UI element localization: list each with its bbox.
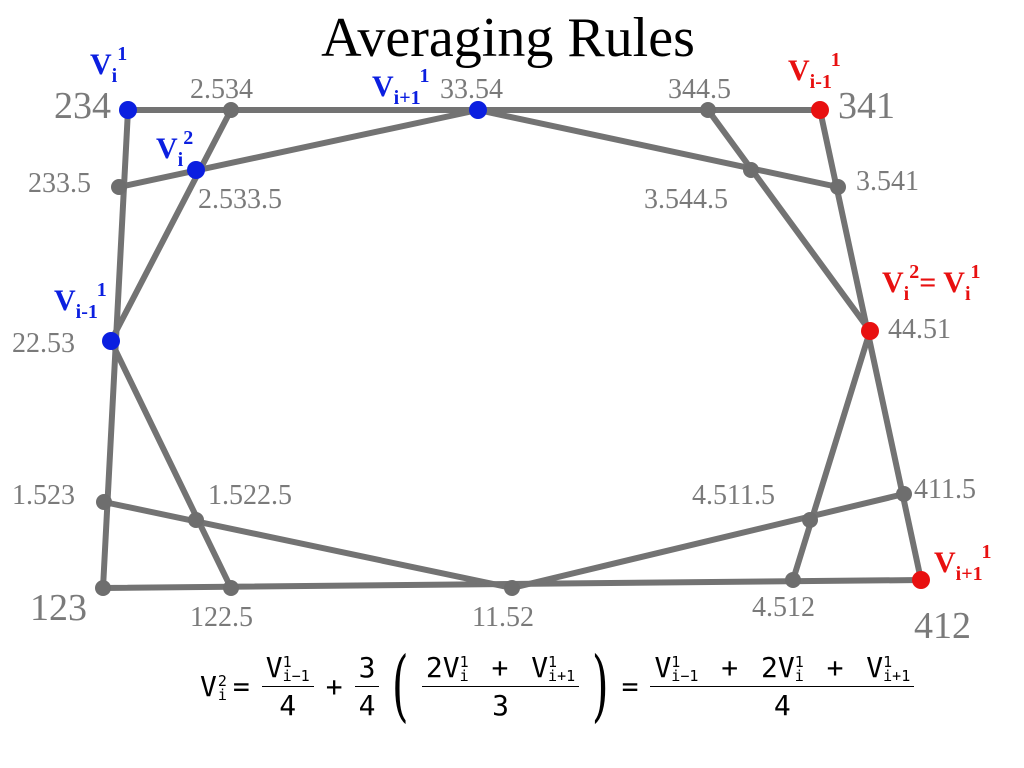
label-red-vi2-eq-vi1: Vi2= Vi1 xyxy=(882,261,981,305)
red-point-K xyxy=(861,322,879,340)
label-red-vim1: Vi-11 xyxy=(788,49,841,93)
blue-point-G xyxy=(187,161,205,179)
edge-label-right-mid: 44.51 xyxy=(888,314,951,345)
gray-point-S xyxy=(504,580,520,596)
label-blue-vi1: Vi1 xyxy=(90,43,127,87)
gray-point-D xyxy=(700,102,716,118)
red-point-U xyxy=(912,571,930,589)
edge-S-O xyxy=(509,491,907,591)
blue-point-C xyxy=(469,101,487,119)
formula-paren-close: ) xyxy=(591,641,609,731)
edge-label-bottom-left-third: 122.5 xyxy=(190,602,253,633)
blue-point-J xyxy=(102,332,120,350)
edge-label-top-mid: 33.54 xyxy=(440,74,503,105)
edge-label-top-left-third: 2.534 xyxy=(190,74,253,105)
edge-C-I xyxy=(475,107,841,190)
label-blue-vip1: Vi+11 xyxy=(372,65,430,109)
edge-label-inner-bl: 1.522.5 xyxy=(208,480,292,511)
edge-B-J xyxy=(108,107,234,344)
gray-point-H xyxy=(743,162,759,178)
formula-equals-1: = xyxy=(232,669,250,703)
edge-label-top-right-third: 344.5 xyxy=(668,74,731,105)
edge-label-left-upper: 233.5 xyxy=(28,168,91,199)
corner-label-br: 412 xyxy=(914,605,971,647)
blue-point-A xyxy=(119,101,137,119)
formula-paren-open: ( xyxy=(392,641,410,731)
label-red-vip1: Vi+11 xyxy=(934,541,992,585)
edge-label-left-lower: 1.523 xyxy=(12,480,75,511)
edge-label-bottom-right-third: 4.512 xyxy=(752,592,815,623)
edge-label-bottom-mid: 11.52 xyxy=(472,602,534,633)
gray-point-N xyxy=(802,512,818,528)
edge-label-inner-br: 4.511.5 xyxy=(692,480,775,511)
gray-point-O xyxy=(896,486,912,502)
gray-point-L xyxy=(96,494,112,510)
gray-point-I xyxy=(830,179,846,195)
diagram-title: Averaging Rules xyxy=(321,7,695,69)
edge-label-right-lower: 411.5 xyxy=(914,474,976,505)
gray-point-T xyxy=(785,572,801,588)
edge-D-K xyxy=(705,107,873,334)
corner-label-tl: 234 xyxy=(54,85,111,127)
red-point-E xyxy=(811,101,829,119)
edge-F-C xyxy=(116,107,481,190)
formula-plus-1: + xyxy=(325,669,343,703)
formula-equals-2: = xyxy=(621,669,639,703)
polygon-vertices xyxy=(95,101,930,596)
edge-L-S xyxy=(101,499,515,591)
edge-K-T xyxy=(790,328,873,583)
corner-label-bl: 123 xyxy=(30,587,87,629)
gray-point-F xyxy=(111,179,127,195)
edge-label-right-upper: 3.541 xyxy=(856,166,919,197)
label-blue-vi2: Vi2 xyxy=(156,127,193,171)
formula-coef: 3 4 xyxy=(354,651,380,722)
corner-label-tr: 341 xyxy=(838,85,895,127)
gray-point-Q xyxy=(95,580,111,596)
polygon-edges xyxy=(100,107,924,591)
edge-label-inner-tl: 2.533.5 xyxy=(198,184,282,215)
edge-label-inner-tr: 3.544.5 xyxy=(644,184,728,215)
edge-J-R xyxy=(108,338,234,591)
edge-label-left-mid: 22.53 xyxy=(12,328,75,359)
gray-point-R xyxy=(223,580,239,596)
label-blue-vim1: Vi-11 xyxy=(54,279,107,323)
gray-point-M xyxy=(188,512,204,528)
gray-point-B xyxy=(223,102,239,118)
